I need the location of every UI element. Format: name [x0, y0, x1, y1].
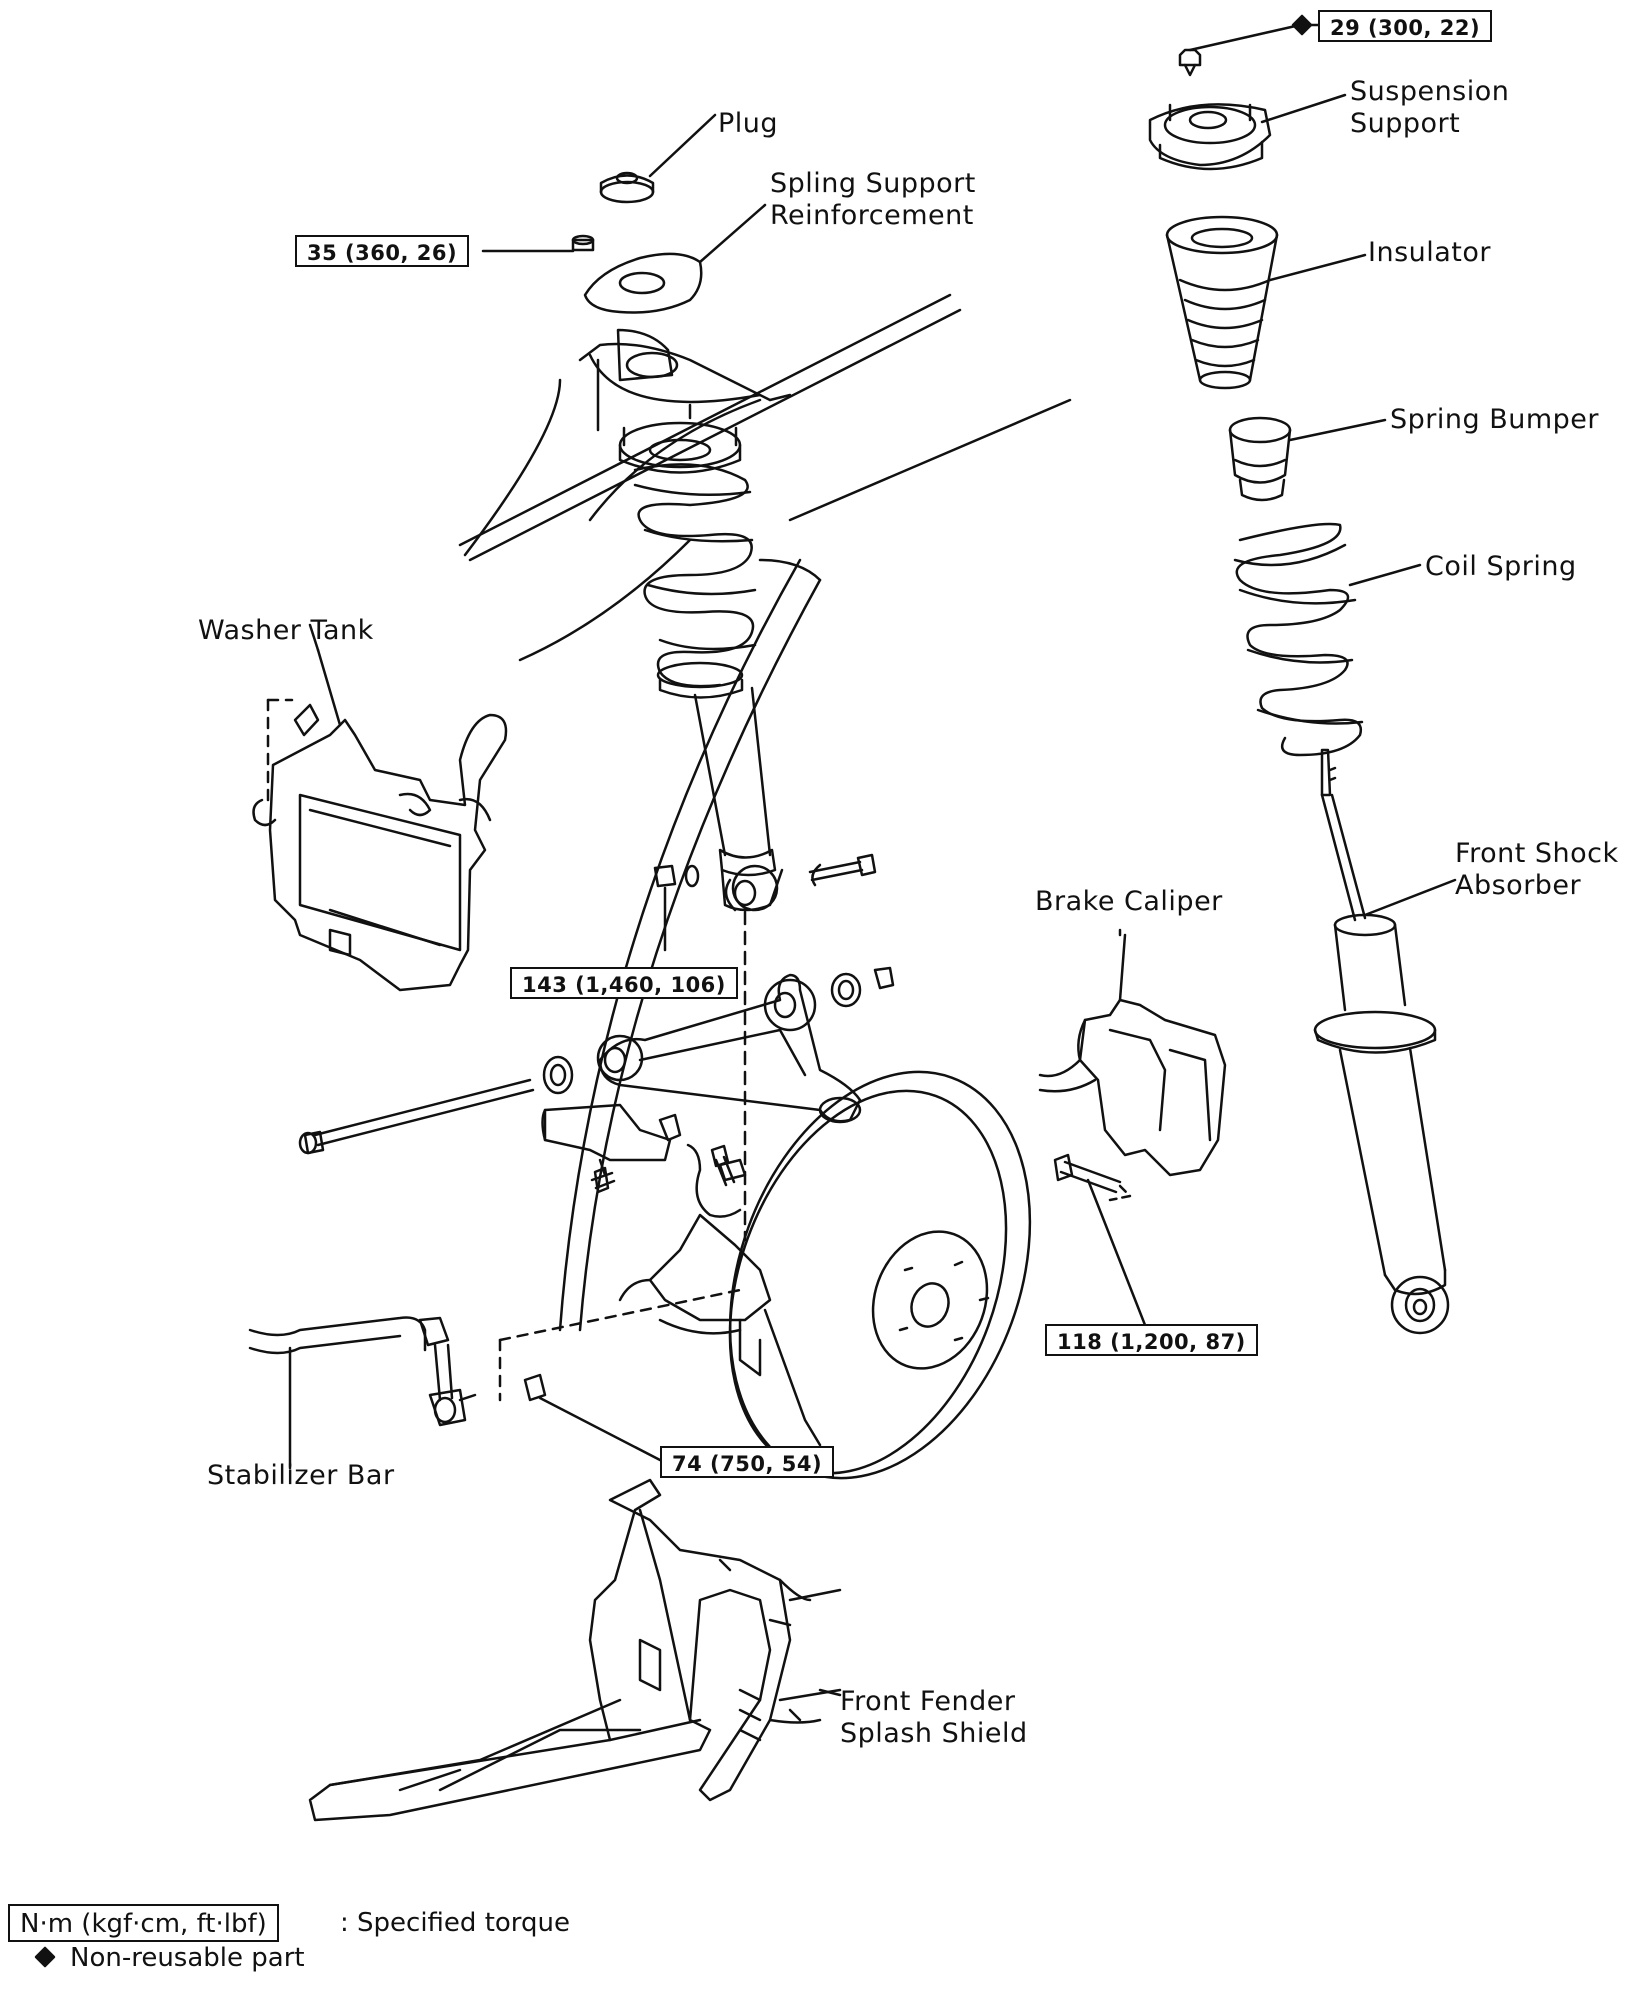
legend-torque-unit: N·m (kgf·cm, ft·lbf)	[8, 1904, 279, 1942]
label-spring-support-reinforcement: Spling Support Reinforcement	[770, 168, 976, 231]
label-coil-spring: Coil Spring	[1425, 551, 1577, 582]
stabilizer-bar-part	[248, 1288, 742, 1470]
label-spring-bumper: Spring Bumper	[1390, 404, 1599, 435]
label-washer-tank: Washer Tank	[198, 615, 374, 646]
non-reusable-marker-icon	[1291, 14, 1313, 36]
torque-suspension-support-nut: 29 (300, 22)	[1318, 10, 1493, 42]
insulator-part	[1165, 215, 1367, 390]
brake-caliper-part	[1038, 933, 1227, 1327]
strut-bolt	[653, 853, 877, 952]
strut-assembly	[616, 328, 784, 1242]
front-fender-splash-shield-part	[308, 1478, 842, 1822]
label-plug: Plug	[718, 108, 779, 139]
torque-stabilizer-link-nut: 74 (750, 54)	[660, 1446, 835, 1478]
label-brake-caliper: Brake Caliper	[1035, 886, 1223, 917]
label-front-fender-splash-shield: Front Fender Splash Shield	[840, 1686, 1028, 1749]
torque-reinforcement-nut: 35 (360, 26)	[295, 235, 470, 267]
torque-shock-lower-bolt: 143 (1,460, 106)	[510, 967, 738, 999]
front-shock-absorber-part	[1313, 748, 1457, 1335]
torque-caliper-bolt: 118 (1,200, 87)	[1045, 1324, 1258, 1356]
coil-spring-part	[1233, 522, 1422, 757]
legend-non-reusable: Non-reusable part	[70, 1943, 305, 1973]
knuckle-bracket	[541, 1103, 772, 1377]
legend-torque-desc: : Specified torque	[340, 1908, 571, 1938]
label-front-shock-absorber: Front Shock Absorber	[1455, 838, 1619, 901]
washer-tank-part	[252, 648, 508, 992]
upper-control-arm	[298, 966, 895, 1155]
non-reusable-diamond-icon	[34, 1946, 56, 1968]
spring-bumper-part	[1228, 416, 1387, 502]
vehicle-body-lines	[458, 293, 1072, 1332]
label-stabilizer-bar: Stabilizer Bar	[207, 1460, 395, 1491]
label-insulator: Insulator	[1368, 237, 1492, 268]
suspension-support-part	[1148, 23, 1347, 171]
label-suspension-support: Suspension Support	[1350, 76, 1510, 139]
reinforcement-part	[481, 203, 767, 314]
plug-part	[599, 113, 717, 204]
